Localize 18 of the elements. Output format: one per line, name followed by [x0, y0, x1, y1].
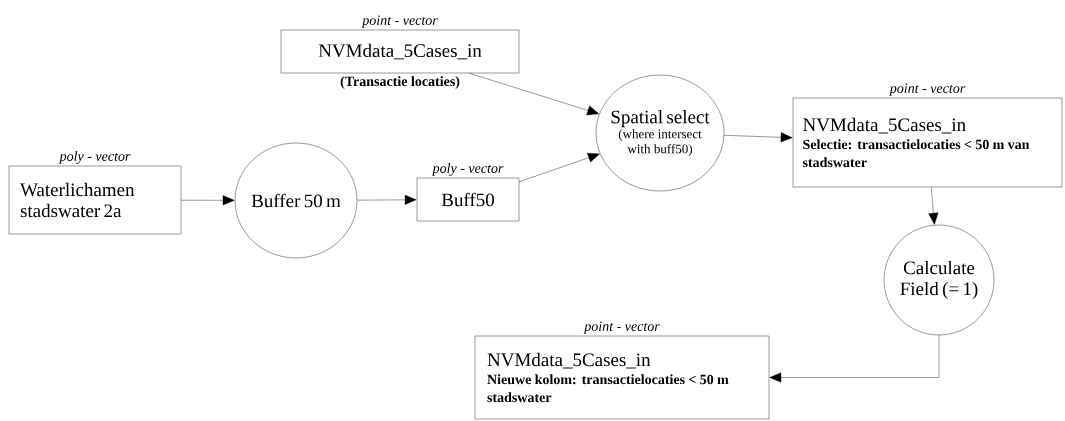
arrow [469, 73, 600, 116]
arrow [181, 195, 235, 206]
arrow [357, 194, 417, 205]
data-box: poly - vector Buff50 [416, 163, 520, 222]
node-label: (Transactie locaties) [340, 76, 460, 89]
data-box: point - vector NVMdata_5Cases_in (Transactie locaties) [280, 15, 520, 89]
data-box: point - vector NVMdata_5Cases_in Selectie: transactielocaties < 50 m van stadswater [792, 83, 1063, 188]
data-box: point - vector NVMdata_5Cases_in Nieuwe kolom: transactielocaties < 50 m stadswater [474, 321, 770, 420]
node-label: poly - vector [58, 151, 131, 164]
node-label: poly - vector [431, 163, 504, 176]
node-label: point - vector [583, 321, 660, 334]
arrow [723, 132, 793, 143]
data-box: poly - vector Waterlichamen stadswater 2a [8, 151, 182, 235]
node-label: point - vector [888, 83, 966, 96]
arrow [928, 187, 939, 225]
node-label: point - vector [361, 15, 438, 28]
arrow [769, 335, 940, 383]
arrow [519, 152, 600, 182]
